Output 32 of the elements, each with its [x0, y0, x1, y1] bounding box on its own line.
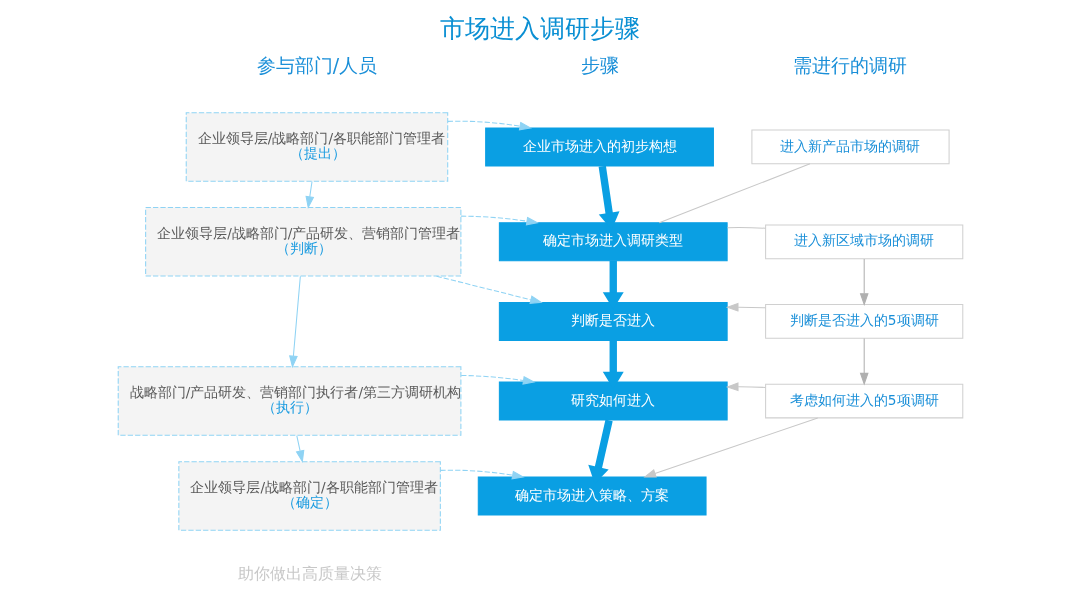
arrow: [439, 469, 525, 480]
node-box: 战略部门/产品研发、营销部门执行者/第三方调研机构 （执行）: [117, 366, 461, 436]
arrow: [459, 215, 539, 226]
arrow: [859, 338, 869, 386]
connector: [726, 227, 766, 229]
arrow: [725, 302, 766, 312]
node-box: 企业领导层/战略部门/各职能部门管理者 （提出）: [185, 112, 448, 182]
node-box: 企业领导层/战略部门/各职能部门管理者 （确定）: [177, 461, 441, 531]
node-box: 企业市场进入的初步构想: [484, 127, 714, 167]
arrow: [859, 258, 869, 306]
arrow: [295, 435, 304, 463]
diagram-title: 市场进入调研步骤: [440, 13, 640, 43]
label: 需进行的调研: [792, 53, 907, 76]
node-box: 确定市场进入调研类型: [498, 222, 728, 262]
connector: [658, 163, 810, 224]
arrow: [446, 120, 532, 131]
arrow: [288, 275, 301, 369]
node-box: 确定市场进入策略、方案: [477, 476, 707, 516]
node-box: 判断是否进入: [498, 301, 728, 341]
node-box: 进入新区域市场的调研: [764, 224, 963, 260]
arrow: [725, 382, 766, 392]
node-box: 企业领导层/战略部门/产品研发、营销部门管理者 （判断）: [144, 207, 461, 277]
label: 参与部门/人员: [256, 53, 377, 76]
node-box: 判断是否进入的5项调研: [764, 304, 963, 339]
label: 步骤: [580, 53, 619, 76]
node-box: 研究如何进入: [498, 381, 728, 421]
node-box: 进入新产品市场的调研: [750, 129, 950, 165]
arrow: [435, 275, 543, 304]
arrow: [642, 417, 818, 478]
arrow: [304, 180, 314, 209]
node-box: 考虑如何进入的5项调研: [764, 383, 963, 419]
arrow: [460, 374, 536, 385]
